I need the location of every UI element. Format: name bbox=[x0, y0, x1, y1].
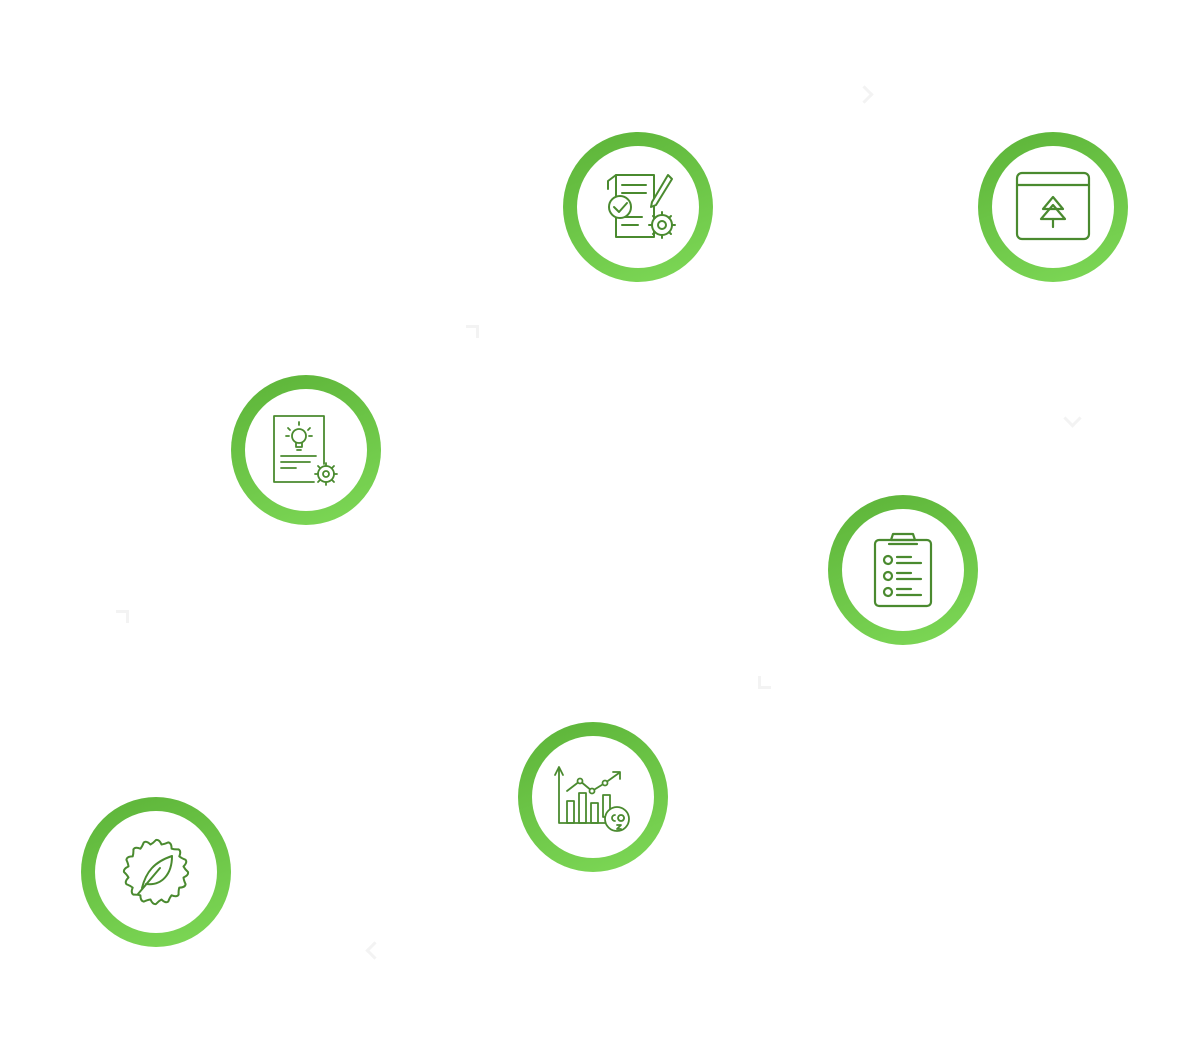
arrow-mark bbox=[116, 610, 129, 623]
node-inner bbox=[532, 736, 654, 858]
process-node-document-approval bbox=[563, 132, 713, 282]
node-inner bbox=[95, 811, 217, 933]
node-inner bbox=[842, 509, 964, 631]
process-node-idea-document bbox=[231, 375, 381, 525]
node-inner bbox=[577, 146, 699, 268]
clipboard-checklist-icon bbox=[873, 532, 933, 608]
process-node-eco-badge bbox=[81, 797, 231, 947]
arrow-mark bbox=[365, 941, 384, 960]
arrow-mark bbox=[855, 85, 874, 104]
document-check-gear-pencil-icon bbox=[607, 174, 676, 239]
process-node-co2-chart bbox=[518, 722, 668, 872]
node-inner bbox=[245, 389, 367, 511]
document-lightbulb-gear-icon bbox=[273, 415, 338, 486]
browser-window-tree-icon bbox=[1015, 171, 1091, 241]
node-inner bbox=[992, 146, 1114, 268]
process-node-tree-window bbox=[978, 132, 1128, 282]
leaf-badge-icon bbox=[122, 838, 190, 906]
co2-bar-chart-icon bbox=[554, 766, 630, 832]
process-node-checklist bbox=[828, 495, 978, 645]
arrow-mark bbox=[1063, 409, 1082, 428]
arrow-mark bbox=[466, 325, 479, 338]
arrow-mark bbox=[758, 676, 771, 689]
